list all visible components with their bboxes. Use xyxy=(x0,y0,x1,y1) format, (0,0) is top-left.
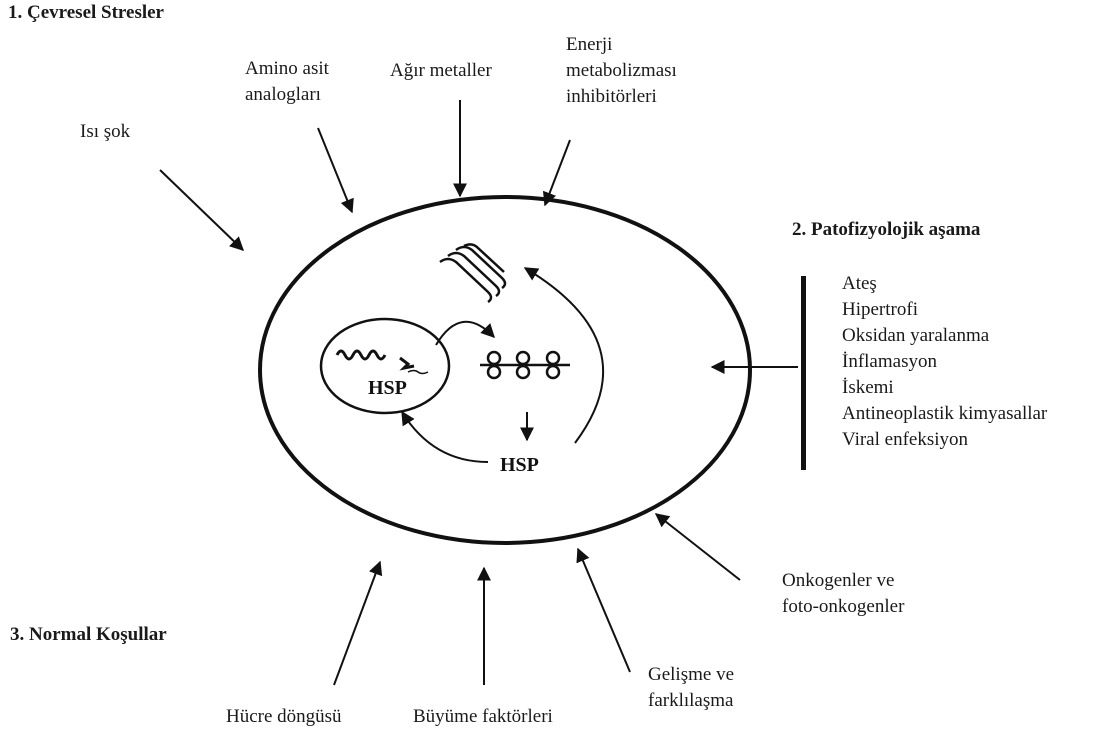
arrow-nucleus-to-ribosome xyxy=(436,322,494,345)
arrow-hsp-to-golgi xyxy=(525,268,603,443)
arrow-oncogenes xyxy=(656,514,740,580)
ribosome-icon xyxy=(480,352,570,378)
arrow-amino-acid-analogs xyxy=(318,128,352,212)
mrna-icon xyxy=(400,358,414,368)
nucleus-hsp-label: HSP xyxy=(368,377,407,399)
arrow-development xyxy=(578,549,630,672)
cytoplasm-hsp-label: HSP xyxy=(500,454,539,476)
golgi-icon xyxy=(440,244,505,302)
arrow-hsp-to-nucleus xyxy=(402,412,488,462)
pathophysiological-bar xyxy=(801,276,806,470)
arrow-heat-shock xyxy=(160,170,243,250)
arrow-energy-inhibitors xyxy=(545,140,570,205)
cell-membrane xyxy=(260,197,750,543)
arrow-cell-cycle xyxy=(334,562,380,685)
dna-icon xyxy=(337,351,385,359)
